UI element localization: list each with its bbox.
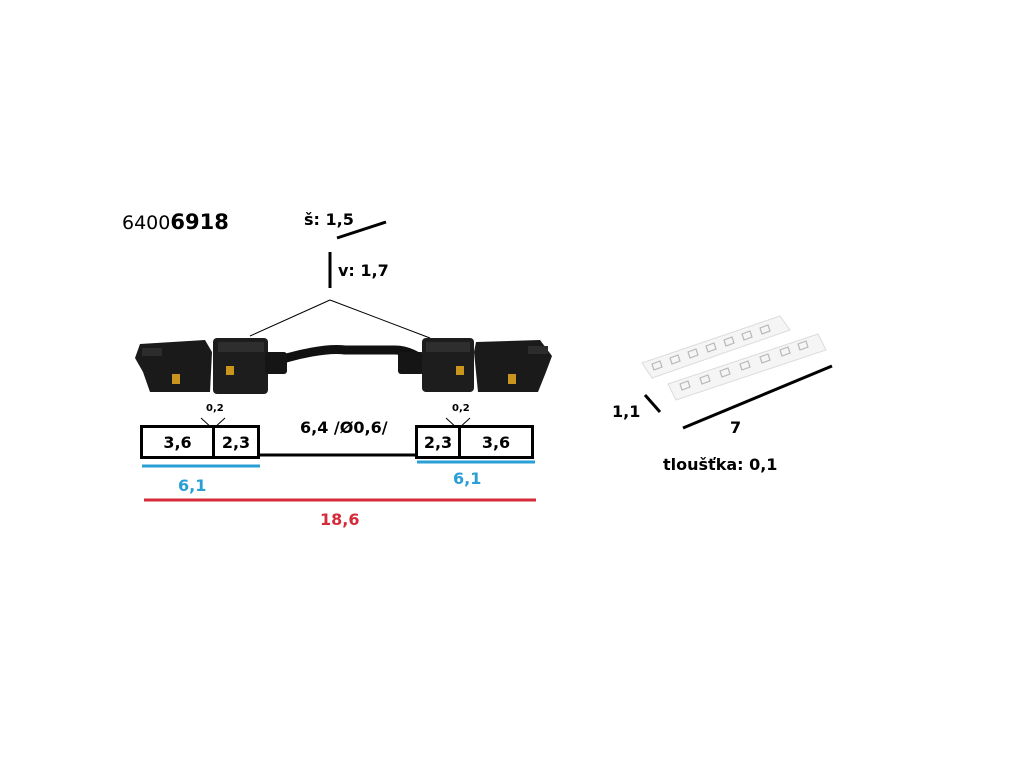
left-box-a: 3,6	[140, 425, 215, 459]
sheet-length-mark	[682, 364, 833, 430]
leader-right	[329, 299, 431, 339]
left-connector-photo	[135, 338, 287, 394]
right-pin-1	[456, 366, 464, 375]
right-gap-label: 0,2	[452, 403, 470, 414]
cable-label: 6,4 /Ø0,6/	[300, 418, 388, 437]
width-label: š: 1,5	[304, 210, 354, 229]
right-pin-2	[508, 374, 516, 384]
sheet-length-label: 7	[730, 418, 742, 437]
right-box-a: 2,3	[415, 425, 461, 459]
part-number-main: 6918	[170, 210, 229, 234]
label-sheet-image	[641, 315, 827, 401]
width-mark	[336, 220, 387, 240]
sheet-height-mark	[643, 394, 662, 413]
sheet-thickness-label: tloušťka: 0,1	[663, 455, 778, 474]
overall-length-label: 18,6	[320, 510, 360, 529]
leader-left	[249, 299, 331, 337]
sheet-height-label: 1,1	[612, 402, 641, 421]
right-connector-photo	[398, 338, 552, 392]
left-pin-2	[226, 366, 234, 375]
right-total-label: 6,1	[453, 469, 482, 488]
part-number: 64006918	[122, 210, 229, 234]
height-label: v: 1,7	[338, 261, 389, 280]
left-pin-1	[172, 374, 180, 384]
right-box-b: 3,6	[458, 425, 534, 459]
left-gap-label: 0,2	[206, 403, 224, 414]
left-box-b: 2,3	[212, 425, 260, 459]
part-number-prefix: 6400	[122, 212, 171, 234]
left-total-label: 6,1	[178, 476, 207, 495]
